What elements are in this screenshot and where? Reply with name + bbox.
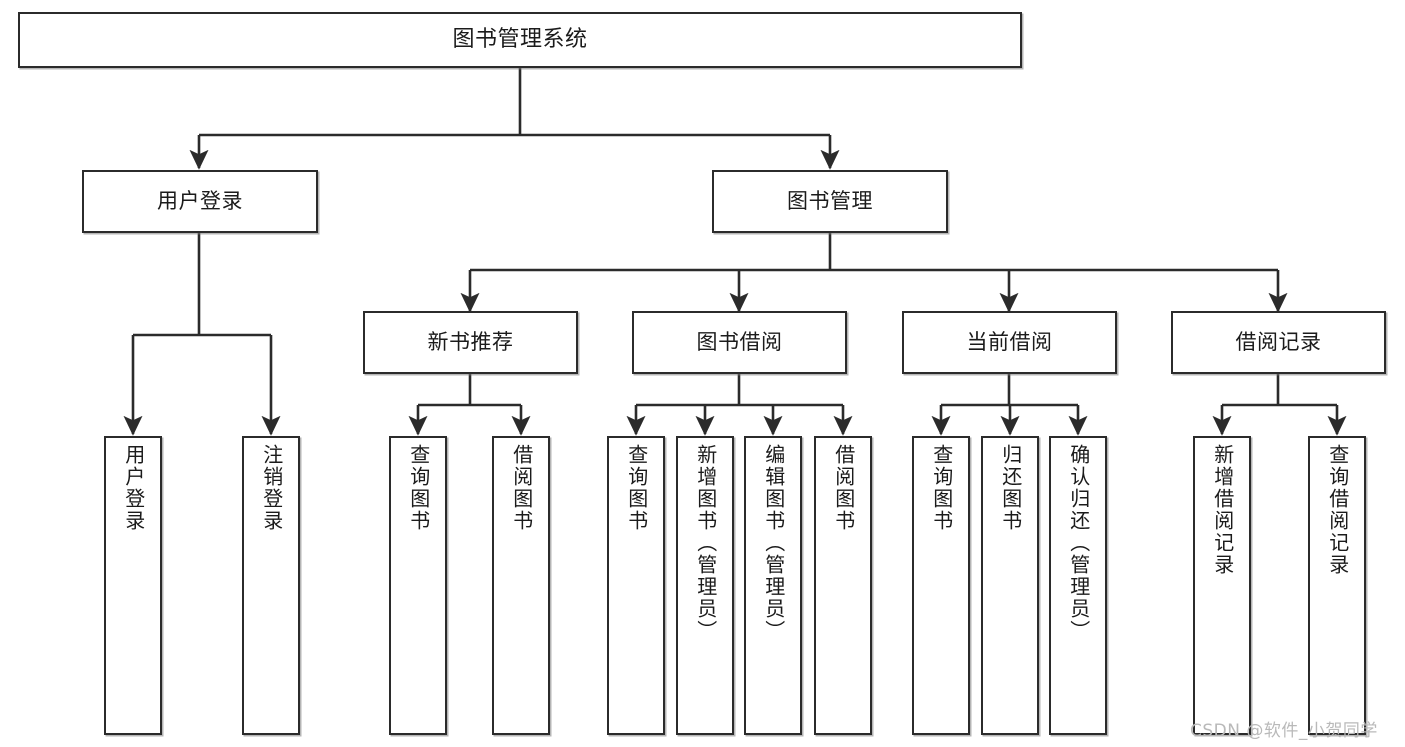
node-book-borrow-label: 图书借阅 [696, 330, 783, 355]
node-leaf-query-record-label: 查询借阅记录 [1325, 444, 1350, 576]
node-leaf-add-book[interactable]: 新增图书（管理员） [676, 436, 734, 735]
node-leaf-borrow-book-2-label: 借阅图书 [831, 444, 856, 532]
node-root[interactable]: 图书管理系统 [18, 12, 1022, 68]
node-leaf-confirm-return-label: 确认归还（管理员） [1066, 444, 1091, 642]
node-leaf-query-book-3[interactable]: 查询图书 [912, 436, 970, 735]
node-leaf-borrow-book-1-label: 借阅图书 [509, 444, 534, 532]
node-leaf-confirm-return[interactable]: 确认归还（管理员） [1049, 436, 1107, 735]
node-leaf-query-book-2-label: 查询图书 [624, 444, 649, 532]
node-book-manage-label: 图书管理 [787, 189, 873, 214]
node-leaf-return-book-label: 归还图书 [998, 444, 1023, 532]
node-leaf-borrow-book-2[interactable]: 借阅图书 [814, 436, 872, 735]
node-leaf-user-logout-label: 注销登录 [259, 444, 284, 532]
node-leaf-query-book-1[interactable]: 查询图书 [389, 436, 447, 735]
node-leaf-add-record-label: 新增借阅记录 [1210, 444, 1235, 576]
node-new-book-recommend-label: 新书推荐 [427, 330, 514, 355]
node-new-book-recommend[interactable]: 新书推荐 [363, 311, 578, 374]
node-leaf-query-record[interactable]: 查询借阅记录 [1308, 436, 1366, 735]
node-book-manage[interactable]: 图书管理 [712, 170, 948, 233]
node-leaf-add-book-label: 新增图书（管理员） [693, 444, 718, 642]
node-leaf-user-login[interactable]: 用户登录 [104, 436, 162, 735]
node-leaf-borrow-book-1[interactable]: 借阅图书 [492, 436, 550, 735]
node-book-borrow[interactable]: 图书借阅 [632, 311, 847, 374]
node-current-borrow[interactable]: 当前借阅 [902, 311, 1117, 374]
node-leaf-user-login-label: 用户登录 [121, 444, 146, 532]
node-borrow-record[interactable]: 借阅记录 [1171, 311, 1386, 374]
node-leaf-query-book-1-label: 查询图书 [406, 444, 431, 532]
node-leaf-return-book[interactable]: 归还图书 [981, 436, 1039, 735]
node-user-login-label: 用户登录 [157, 189, 243, 214]
node-current-borrow-label: 当前借阅 [966, 330, 1053, 355]
node-leaf-query-book-3-label: 查询图书 [929, 444, 954, 532]
node-user-login[interactable]: 用户登录 [82, 170, 318, 233]
node-borrow-record-label: 借阅记录 [1235, 330, 1322, 355]
csdn-watermark: CSDN @软件_小贺同学 [1190, 721, 1378, 741]
node-leaf-add-record[interactable]: 新增借阅记录 [1193, 436, 1251, 735]
node-root-label: 图书管理系统 [452, 27, 588, 53]
node-leaf-edit-book[interactable]: 编辑图书（管理员） [744, 436, 802, 735]
node-leaf-edit-book-label: 编辑图书（管理员） [761, 444, 786, 642]
node-leaf-query-book-2[interactable]: 查询图书 [607, 436, 665, 735]
node-leaf-user-logout[interactable]: 注销登录 [242, 436, 300, 735]
